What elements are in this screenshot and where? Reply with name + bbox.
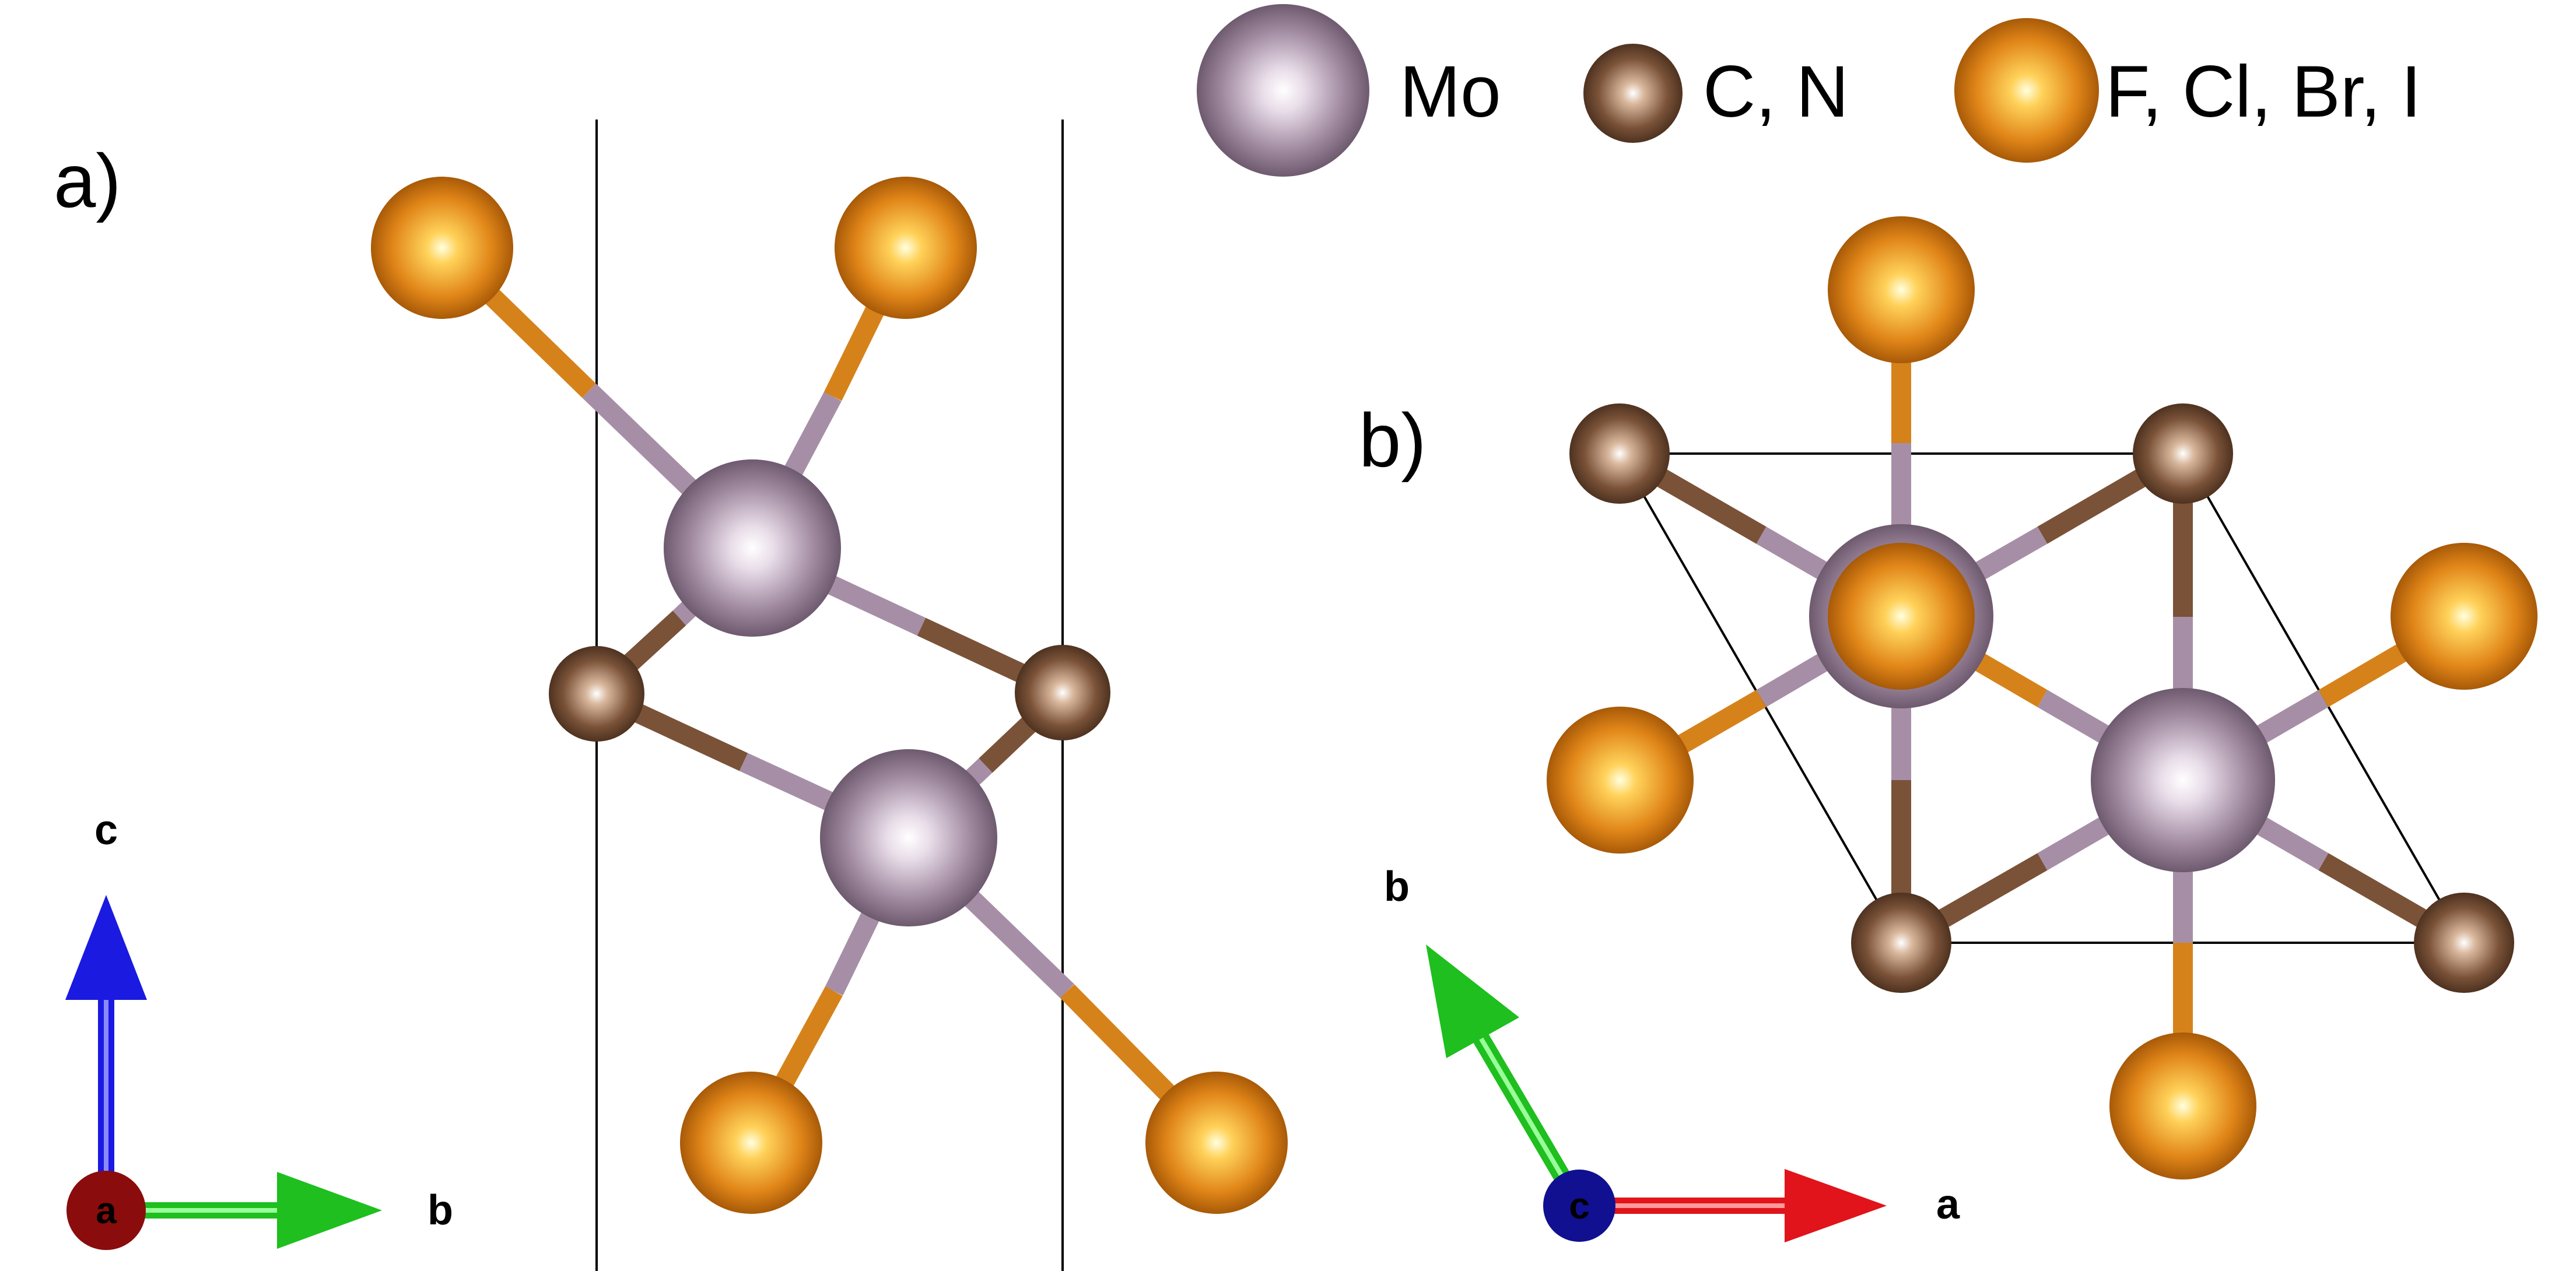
halide-atom <box>680 1072 822 1214</box>
axis-indicator-b: b a c <box>1384 863 1960 1242</box>
cn-atom <box>1569 403 1670 504</box>
cn-atom <box>2133 403 2233 504</box>
halide-atom <box>371 177 513 319</box>
halide-atom <box>1547 707 1694 854</box>
cn-atom <box>2414 893 2514 993</box>
axis-c-label: c <box>1569 1185 1590 1227</box>
axis-b-label: b <box>1384 863 1410 910</box>
panel-a: a) <box>54 120 1288 1271</box>
panel-b: b) <box>1359 216 2538 1242</box>
atoms-panel-b <box>1547 216 2538 1179</box>
axis-b-arrowhead <box>277 1172 382 1249</box>
halide-atom <box>1145 1072 1288 1214</box>
panel-b-label: b) <box>1359 398 1427 483</box>
mo-atom <box>664 459 841 637</box>
cn-atom <box>549 646 644 742</box>
axis-a-origin <box>66 1171 146 1250</box>
axis-indicator-a: c b a <box>65 807 453 1250</box>
cn-atom <box>1015 645 1110 740</box>
halide-atom <box>2391 543 2538 690</box>
halide-atom <box>1828 543 1975 690</box>
cn-atom <box>1851 893 1951 993</box>
axis-b-arrowhead <box>1426 945 1519 1058</box>
legend: Mo C, N F, Cl, Br, I <box>1197 4 2421 177</box>
legend-cn-swatch <box>1583 44 1683 143</box>
mo-atom <box>2091 688 2275 872</box>
legend-mo-swatch <box>1197 4 1369 177</box>
axis-a-label: a <box>96 1189 117 1231</box>
axis-b-label: b <box>427 1187 453 1234</box>
axis-a-label: a <box>1936 1181 1960 1228</box>
axis-a-arrowhead <box>1785 1169 1887 1242</box>
mo-atom <box>820 749 997 926</box>
legend-halide-swatch <box>1954 18 2099 163</box>
panel-a-label: a) <box>54 138 121 223</box>
legend-cn-label: C, N <box>1703 51 1849 132</box>
halide-atom <box>835 177 977 319</box>
axis-c-origin <box>1543 1170 1615 1242</box>
bonds-panel-b <box>1614 290 2469 1106</box>
axis-c-label: c <box>94 807 118 854</box>
legend-mo-label: Mo <box>1400 51 1501 132</box>
halide-atom <box>2109 1033 2256 1179</box>
atoms-panel-a <box>371 177 1288 1214</box>
halide-atom <box>1828 216 1975 363</box>
legend-halide-label: F, Cl, Br, I <box>2105 51 2421 132</box>
axis-c-arrowhead <box>65 895 147 1000</box>
